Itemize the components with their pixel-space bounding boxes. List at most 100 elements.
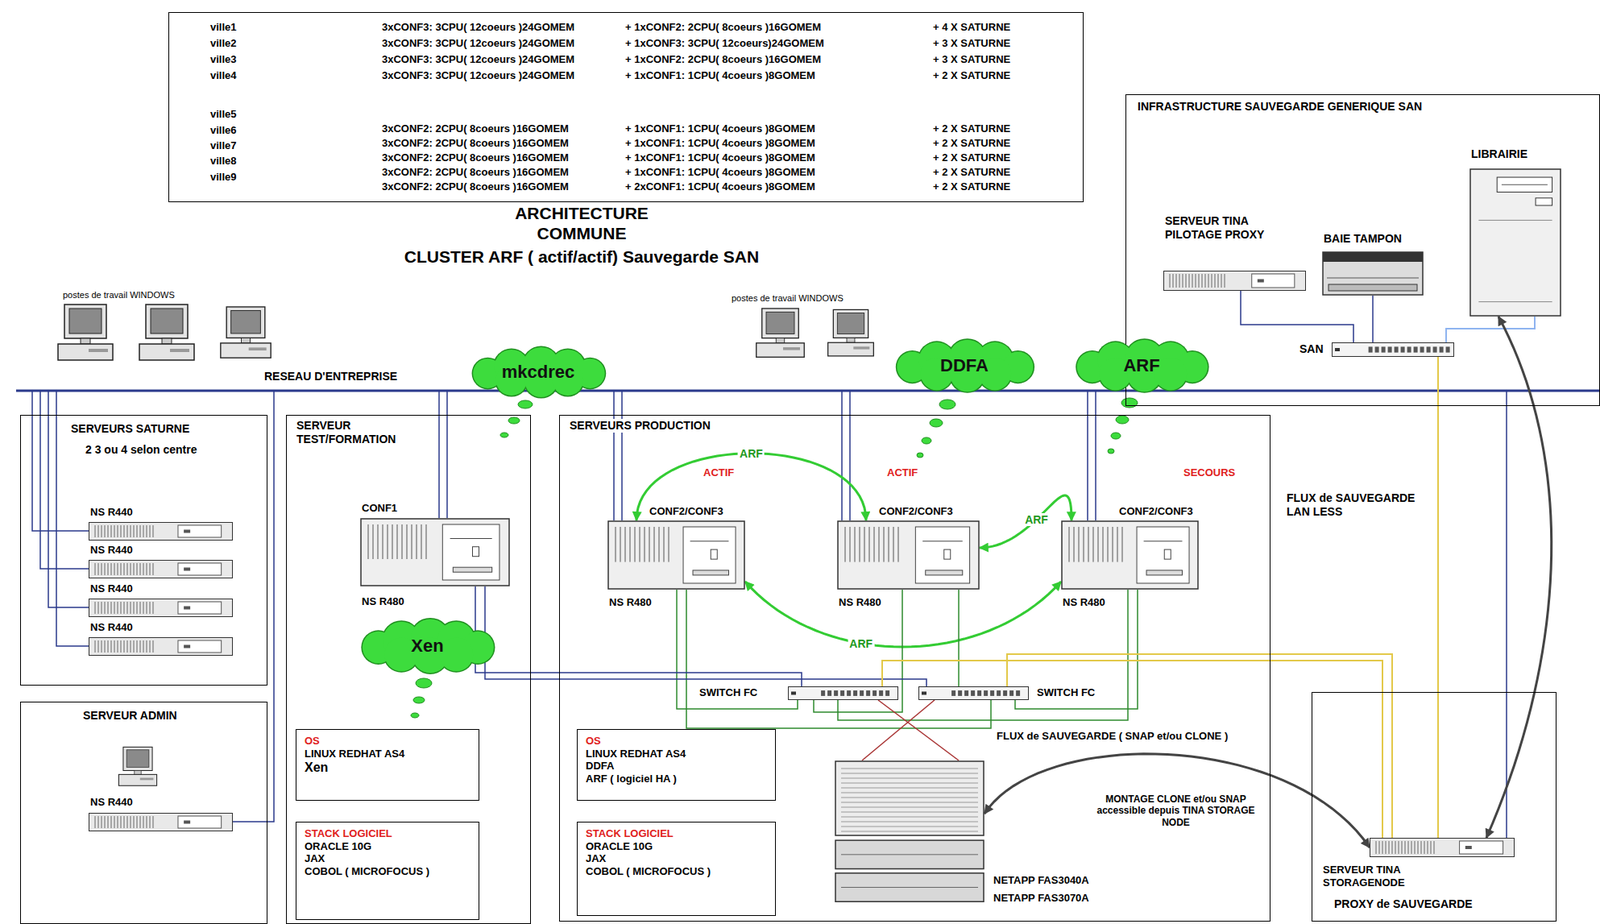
icon-line [127,640,129,653]
icon-line [1176,273,1178,288]
icon-line [659,526,660,563]
node-text: ville4 [208,69,239,83]
icon-line [663,526,665,563]
icon-line [841,807,979,809]
icon-line [117,525,119,538]
icon-part [178,816,222,829]
connector-label: ARF [847,637,875,651]
icon-line [140,563,141,576]
connector-label: ARF [737,447,765,461]
icon-line [620,526,622,563]
icon-line [854,526,856,563]
icon-line [133,640,135,653]
icon-part [1334,348,1340,352]
node-text: SWITCH FC [697,686,759,700]
icon-line [127,525,129,538]
cloud-label: DDFA [887,344,1041,388]
node-text: + 2 X SATURNE [931,180,1012,194]
rack-server: NS R440 [88,522,233,541]
icon-part [452,567,492,573]
connector [636,453,867,521]
icon-part [872,690,877,697]
connector [862,700,935,761]
icon-part [1426,346,1431,353]
icon-line [888,526,890,563]
node-text: LIBRAIRIE [1469,147,1530,162]
icon-line [1179,273,1181,288]
icon-line [634,526,636,563]
icon-part [1420,346,1425,353]
icon-line [841,792,979,794]
rack-server: NS R440 [88,559,233,579]
icon-line [95,525,96,538]
tower-server: SECOURSCONF2/CONF3NS R480 [1061,520,1199,590]
tina-pilot-server: SERVEUR TINA PILOTAGE PROXY [1163,270,1306,291]
icon-line [373,524,374,560]
icon-line [146,563,148,576]
node-text: 3xCONF2: 2CPU( 8coeurs )16GOMEM [380,122,571,136]
node-text: + 2 X SATURNE [931,151,1012,165]
icon-line [893,526,895,563]
icon-line [146,816,148,829]
icon-part [788,687,899,701]
node-text: COBOL ( MICROFOCUS ) [304,865,471,879]
connector [979,495,1072,548]
icon-line [107,525,109,538]
baie-icon [1322,251,1424,296]
icon-line [450,538,493,539]
icon-line [107,601,109,614]
icon-line [1182,273,1184,288]
icon-line [1427,841,1429,854]
icon-line [1214,273,1216,288]
node-text: INFRASTRUCTURE SAUVEGARDE GENERIQUE SAN [1135,99,1424,114]
node-text: NS R440 [88,505,135,519]
icon-line [130,816,132,829]
node-text: 3xCONF3: 3CPU( 12coeurs )24GOMEM [380,37,577,50]
icon-line [98,601,100,614]
icon-line [1202,273,1203,288]
info-box: OSLINUX REDHAT AS4Xen [295,729,480,801]
network-bus [16,389,1600,393]
icon-part [178,640,222,653]
icon-part [846,690,851,697]
bubble [939,399,956,410]
icon-line [1102,526,1104,563]
icon-line [143,563,145,576]
bubble [1107,448,1115,454]
icon-line [841,831,979,833]
icon-line [1392,841,1393,854]
icon-line [130,640,132,653]
icon-part [925,570,963,576]
icon-line [104,640,106,653]
icon-line [841,768,979,770]
icon-part [1332,343,1455,357]
node-text: ville1 [208,20,239,34]
icon-line [690,540,730,542]
icon-line [136,640,138,653]
tower-server: ACTIFCONF2/CONF3NS R480 [607,520,746,590]
node-text: + 2 X SATURNE [931,165,1012,179]
icon-part [885,690,890,697]
icon-part [1322,252,1423,262]
icon-part [1381,346,1386,353]
node-text: + 2 X SATURNE [931,136,1012,150]
icon-line [143,525,145,538]
node-text: + 1xCONF1: 1CPU( 4coeurs )8GOMEM [623,122,817,136]
icon-part [921,692,927,696]
icon-line [104,563,106,576]
san-switch: SAN [1331,342,1455,357]
bubble [508,417,520,424]
icon-line [153,601,154,614]
connector-label: ARF [1023,513,1050,527]
icon-line [140,816,141,829]
icon-part [1257,279,1265,283]
icon-line [114,525,116,538]
fc-switch: SWITCH FC [918,686,1029,701]
icon-line [1382,841,1384,854]
icon-part [1446,346,1451,353]
icon-part [878,690,883,697]
node-text: SWITCH FC [1035,686,1097,700]
icon-line [120,563,122,576]
icon-part [1146,570,1182,576]
node-text: COBOL ( MICROFOCUS ) [585,865,767,879]
